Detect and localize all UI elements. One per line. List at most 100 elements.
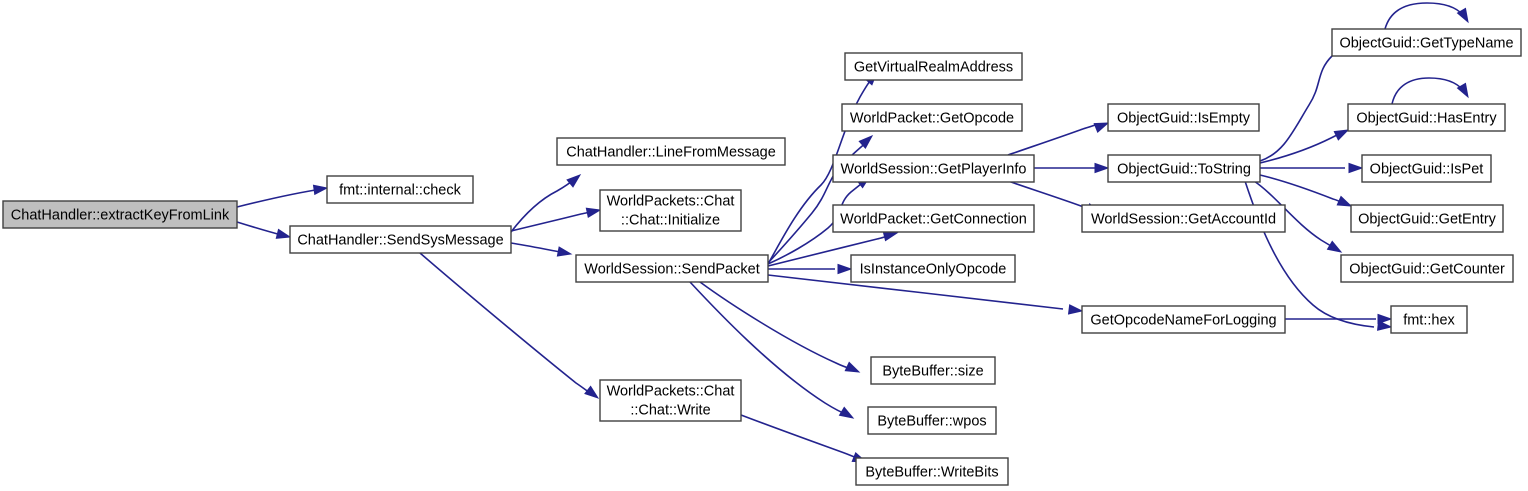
call-edge-n2-to-n6: [419, 252, 594, 396]
arrowhead-n2-n4: [585, 207, 602, 218]
graph-node-objectguid-getentry[interactable]: ObjectGuid::GetEntry: [1350, 204, 1504, 233]
graph-node-objectguid-getcounter[interactable]: ObjectGuid::GetCounter: [1340, 254, 1514, 283]
graph-node-worldpackets-chat[interactable]: WorldPackets::Chat::Chat::Write: [599, 379, 742, 422]
node-box[interactable]: [1107, 103, 1260, 132]
node-label: ObjectGuid::IsEmpty: [1117, 110, 1251, 126]
arrowhead-n5-n12: [844, 361, 861, 373]
call-edge-n6-to-n14: [740, 414, 863, 461]
call-edge-n5-to-n12: [699, 281, 855, 371]
node-label: ChatHandler::LineFromMessage: [566, 144, 776, 160]
node-box[interactable]: [867, 406, 997, 435]
node-box[interactable]: [599, 379, 742, 422]
node-box[interactable]: [1390, 305, 1468, 334]
graph-node-objectguid-ispet[interactable]: ObjectGuid::IsPet: [1361, 154, 1492, 183]
graph-node-objectguid-hasentry[interactable]: ObjectGuid::HasEntry: [1347, 103, 1506, 132]
node-label: WorldPacket::GetConnection: [840, 211, 1027, 227]
graph-node-bytebuffer-writebits[interactable]: ByteBuffer::WriteBits: [855, 457, 1009, 486]
call-edge-n2-to-n4: [510, 210, 596, 232]
node-box[interactable]: [289, 225, 512, 254]
node-label: GetOpcodeNameForLogging: [1090, 312, 1276, 328]
graph-node-chathandler-linefrommessage[interactable]: ChatHandler::LineFromMessage: [556, 137, 786, 166]
arrowhead-n2-n3: [566, 174, 582, 188]
graph-node-bytebuffer-size[interactable]: ByteBuffer::size: [870, 356, 996, 385]
arrowhead-n5-n18: [1067, 304, 1084, 315]
arrowhead-n2-n6: [584, 385, 600, 399]
arrowhead-n0-n1: [312, 184, 329, 196]
graph-node-isinstanceonlyopcode[interactable]: IsInstanceOnlyOpcode: [850, 254, 1016, 283]
arrowhead-n16-n20: [1333, 129, 1350, 141]
node-label: ObjectGuid::GetEntry: [1358, 211, 1497, 227]
call-edge-n19-to-n19: [1384, 2, 1464, 30]
node-box[interactable]: [870, 356, 996, 385]
node-label: ChatHandler::extractKeyFromLink: [11, 207, 230, 223]
arrowhead-n5-n11: [837, 263, 853, 275]
call-edge-n5-to-n13: [689, 281, 849, 416]
node-box[interactable]: [832, 204, 1035, 233]
graph-node-objectguid-gettypename[interactable]: ObjectGuid::GetTypeName: [1331, 28, 1522, 57]
node-box[interactable]: [556, 137, 786, 166]
node-box[interactable]: [1350, 204, 1504, 233]
node-box[interactable]: [1107, 154, 1261, 183]
node-label: ObjectGuid::ToString: [1117, 161, 1251, 177]
arrowhead-n2-n5: [556, 246, 573, 257]
node-label: ByteBuffer::WriteBits: [865, 464, 998, 480]
call-edge-n16-to-n24: [1244, 180, 1375, 328]
node-box[interactable]: [844, 52, 1023, 81]
node-label: ObjectGuid::IsPet: [1370, 161, 1484, 177]
graph-node-worldpacket-getopcode[interactable]: WorldPacket::GetOpcode: [841, 103, 1023, 132]
graph-node-chathandler-extractkeyfromlink[interactable]: ChatHandler::extractKeyFromLink: [2, 200, 238, 229]
node-label: WorldPackets::Chat: [607, 383, 735, 399]
graph-node-worldpacket-getconnection[interactable]: WorldPacket::GetConnection: [832, 204, 1035, 233]
call-edge-n16-to-n19: [1259, 43, 1349, 162]
arrowhead-n16-n23: [1326, 240, 1343, 253]
node-label: IsInstanceOnlyOpcode: [860, 261, 1007, 277]
arrowhead-n0-n2: [275, 228, 292, 239]
node-label: ChatHandler::SendSysMessage: [297, 232, 503, 248]
graph-node-objectguid-isempty[interactable]: ObjectGuid::IsEmpty: [1107, 103, 1260, 132]
graph-node-chathandler-sendsysmessage[interactable]: ChatHandler::SendSysMessage: [289, 225, 512, 254]
node-label: WorldSession::GetPlayerInfo: [841, 161, 1027, 177]
node-box[interactable]: [2, 200, 238, 229]
graph-node-objectguid-tostring[interactable]: ObjectGuid::ToString: [1107, 154, 1261, 183]
arrowhead-n19-n19: [1456, 7, 1469, 24]
node-box[interactable]: [1347, 103, 1506, 132]
node-box[interactable]: [841, 103, 1023, 132]
graph-node-worldsession-getplayerinfo[interactable]: WorldSession::GetPlayerInfo: [832, 154, 1035, 183]
call-edge-n16-to-n20: [1259, 131, 1344, 164]
node-box[interactable]: [855, 457, 1009, 486]
node-box[interactable]: [1081, 305, 1286, 334]
graph-node-worldsession-getaccountid[interactable]: WorldSession::GetAccountId: [1081, 204, 1286, 233]
graph-node-getvirtualrealmaddress[interactable]: GetVirtualRealmAddress: [844, 52, 1023, 81]
node-box[interactable]: [832, 154, 1035, 183]
arrowhead-n16-n24: [1377, 320, 1393, 331]
node-label: WorldPackets::Chat: [607, 193, 735, 209]
node-label-line2: ::Chat::Write: [630, 402, 710, 418]
node-label: WorldSession::GetAccountId: [1091, 211, 1276, 227]
node-label: WorldSession::SendPacket: [584, 261, 759, 277]
call-edge-n5-to-n8: [767, 140, 869, 264]
graph-node-worldpackets-chat[interactable]: WorldPackets::Chat::Chat::Initialize: [599, 189, 742, 232]
call-edge-n9-to-n15: [1007, 124, 1096, 156]
node-box[interactable]: [1331, 28, 1522, 57]
node-box[interactable]: [1340, 254, 1514, 283]
node-box[interactable]: [850, 254, 1016, 283]
graph-node-getopcodenameforlogging[interactable]: GetOpcodeNameForLogging: [1081, 305, 1286, 334]
node-box[interactable]: [326, 175, 474, 204]
call-edge-n16-to-n22: [1259, 174, 1346, 205]
nodes-layer: ChatHandler::extractKeyFromLink fmt::inte…: [2, 28, 1522, 486]
graph-node-bytebuffer-wpos[interactable]: ByteBuffer::wpos: [867, 406, 997, 435]
graph-node-fmt-hex[interactable]: fmt::hex: [1390, 305, 1468, 334]
arrowhead-n16-n21: [1348, 162, 1364, 174]
node-box[interactable]: [599, 189, 742, 232]
node-label: GetVirtualRealmAddress: [854, 59, 1013, 75]
graph-node-worldsession-sendpacket[interactable]: WorldSession::SendPacket: [575, 254, 769, 283]
arrowhead-n9-n15: [1093, 122, 1110, 133]
node-box[interactable]: [1361, 154, 1492, 183]
node-label: ByteBuffer::wpos: [877, 413, 986, 429]
graph-node-fmt-internal-check[interactable]: fmt::internal::check: [326, 175, 474, 204]
arrowhead-n18-n24: [1377, 313, 1393, 325]
node-box[interactable]: [575, 254, 769, 283]
node-label: fmt::internal::check: [339, 182, 461, 198]
node-label: ObjectGuid::HasEntry: [1356, 110, 1497, 126]
node-box[interactable]: [1081, 204, 1286, 233]
